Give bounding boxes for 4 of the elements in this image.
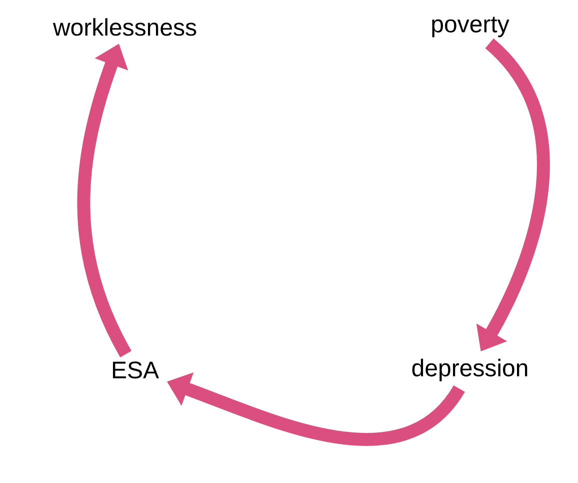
node-label: depression	[412, 358, 528, 382]
node-label: worklessness	[52, 18, 196, 36]
node-label: ESA	[112, 362, 159, 378]
node-label: poverty	[432, 16, 510, 38]
